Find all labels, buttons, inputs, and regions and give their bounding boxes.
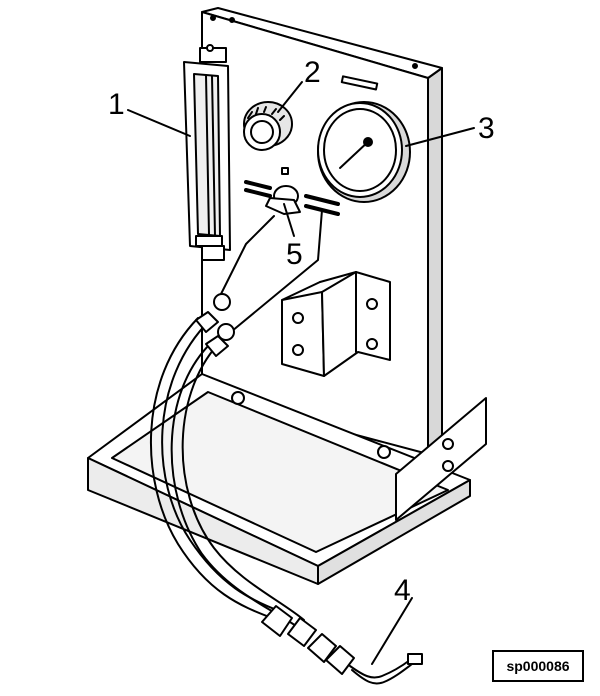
flow-meter bbox=[183, 44, 231, 261]
back-panel bbox=[201, 7, 443, 455]
reference-code-box: sp000086 bbox=[492, 650, 584, 682]
pressure-valve-knob bbox=[243, 101, 293, 151]
callout-2: 2 bbox=[304, 56, 321, 89]
callout-3: 3 bbox=[478, 112, 495, 145]
callout-labels: 1 2 3 4 5 bbox=[108, 56, 495, 607]
callout-4: 4 bbox=[394, 574, 411, 607]
hose-assembly bbox=[149, 209, 323, 627]
reference-code: sp000086 bbox=[506, 658, 570, 674]
callout-leaders bbox=[127, 81, 475, 665]
callout-1: 1 bbox=[108, 88, 125, 121]
side-bracket bbox=[395, 397, 487, 521]
hose-fittings-lower bbox=[261, 605, 355, 675]
test-line bbox=[349, 653, 423, 685]
pressure-gauge bbox=[317, 101, 411, 203]
drip-tray bbox=[87, 373, 471, 585]
hose-fittings-upper bbox=[195, 293, 235, 357]
selector-switch bbox=[244, 167, 340, 216]
callout-5: 5 bbox=[286, 238, 303, 271]
mounting-bracket bbox=[281, 271, 391, 377]
